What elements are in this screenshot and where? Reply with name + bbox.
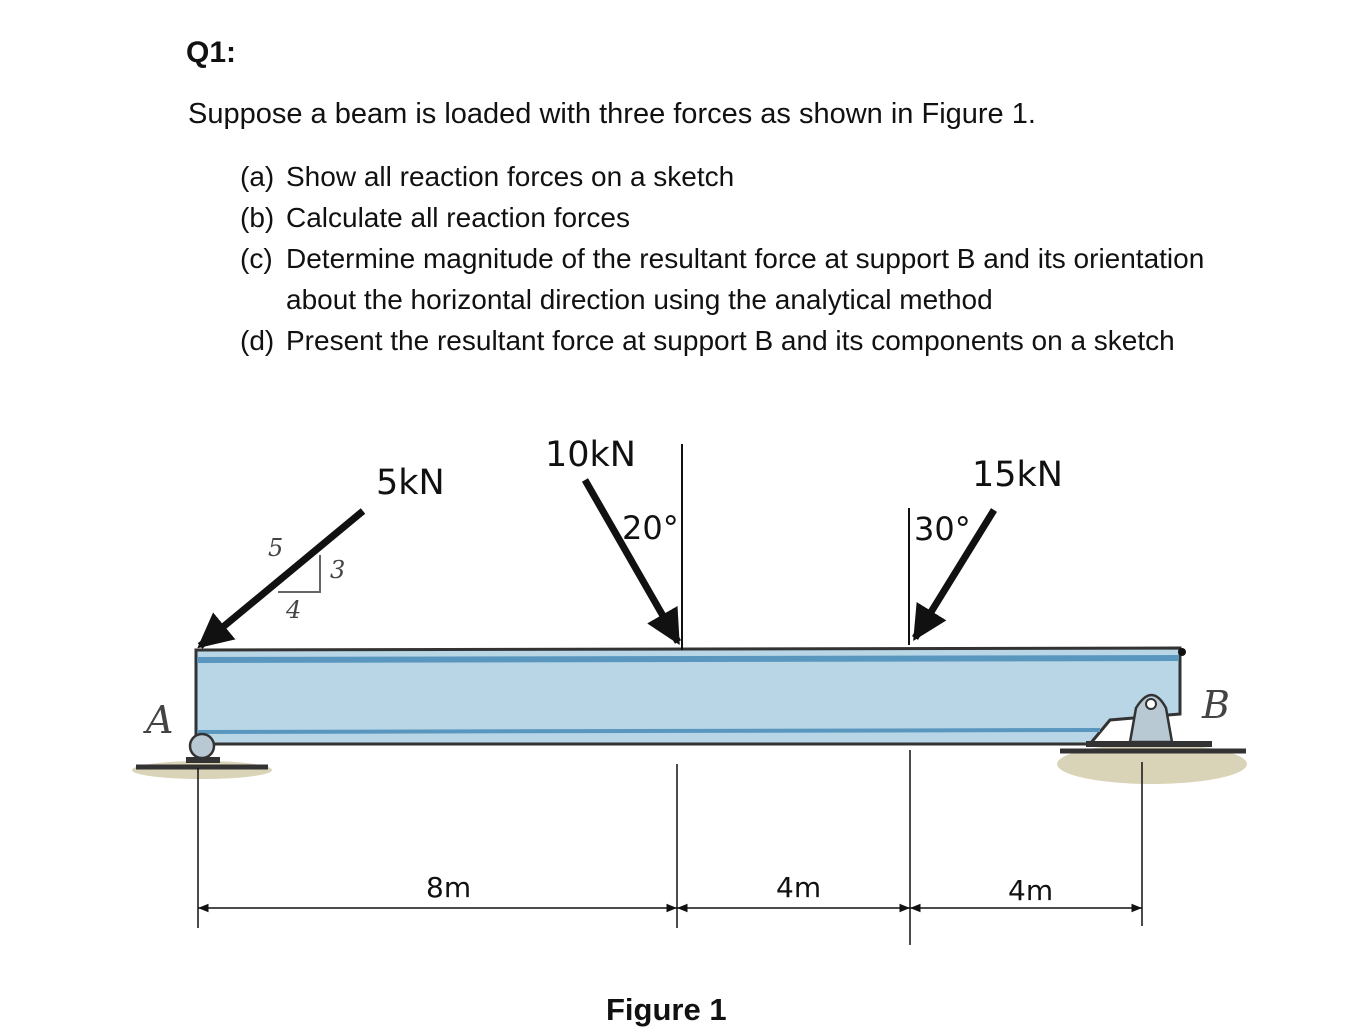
pin-hole — [1145, 698, 1157, 710]
force-15kn-label: 15kN — [972, 455, 1063, 495]
force-5kn-arrow — [197, 508, 366, 649]
roller-wheel — [188, 732, 216, 760]
slope-triangle — [278, 555, 321, 593]
force-10kn-arrow — [581, 478, 682, 646]
beam-top-stripe — [196, 655, 1180, 663]
part-text: Present the resultant force at support B… — [286, 325, 1175, 356]
dimension-lines: 8m 4m 4m — [197, 750, 1143, 945]
question-intro: Suppose a beam is loaded with three forc… — [188, 98, 1036, 130]
question-part: (d) Present the resultant force at suppo… — [240, 320, 1240, 361]
ground-a — [132, 761, 272, 779]
roller-support-a — [186, 732, 220, 763]
force-10kn-angle: 20° — [622, 509, 679, 547]
part-label: (b) — [240, 202, 275, 233]
dim-label-4m-first: 4m — [776, 871, 821, 904]
force-15kn-arrow — [912, 508, 997, 641]
force-15kn-angle: 30° — [914, 510, 971, 548]
beam-bottom-stripe — [196, 728, 1101, 734]
beam — [194, 646, 1186, 746]
dim-label-4m-second: 4m — [1008, 874, 1053, 907]
ground-b — [1057, 744, 1247, 784]
part-label: (a) — [240, 161, 275, 192]
dim-label-8m: 8m — [426, 871, 471, 904]
support-b-label: B — [1201, 683, 1230, 727]
support-a-label: A — [143, 698, 173, 742]
force-5kn: 5kN 5 3 4 — [197, 463, 445, 649]
force-10kn-label: 10kN — [545, 435, 636, 475]
question-part: (a) Show all reaction forces on a sketch — [240, 156, 1240, 197]
slope-hyp-label: 5 — [268, 534, 283, 562]
part-text: Calculate all reaction forces — [286, 202, 630, 233]
part-label: (d) — [240, 325, 275, 356]
force-15kn: 15kN 30° — [908, 455, 1063, 645]
force-10kn: 10kN 20° — [545, 435, 683, 650]
beam-end-dot — [1178, 648, 1186, 656]
force-5kn-label: 5kN — [376, 463, 445, 503]
ground-b-fill — [1057, 744, 1247, 784]
part-text: Determine magnitude of the resultant for… — [286, 243, 1205, 315]
question-part: (b) Calculate all reaction forces — [240, 197, 1240, 238]
question-parts-list: (a) Show all reaction forces on a sketch… — [240, 156, 1240, 361]
part-text: Show all reaction forces on a sketch — [286, 161, 735, 192]
question-part: (c) Determine magnitude of the resultant… — [240, 238, 1240, 320]
pin-body — [1128, 693, 1174, 744]
slope-horiz-label: 4 — [285, 596, 301, 624]
slope-vert-label: 3 — [330, 556, 345, 584]
part-label: (c) — [240, 243, 273, 274]
ground-a-fill — [132, 761, 272, 779]
question-title: Q1: — [186, 36, 237, 69]
figure-caption: Figure 1 — [606, 992, 727, 1027]
pin-support-b — [1086, 693, 1212, 747]
